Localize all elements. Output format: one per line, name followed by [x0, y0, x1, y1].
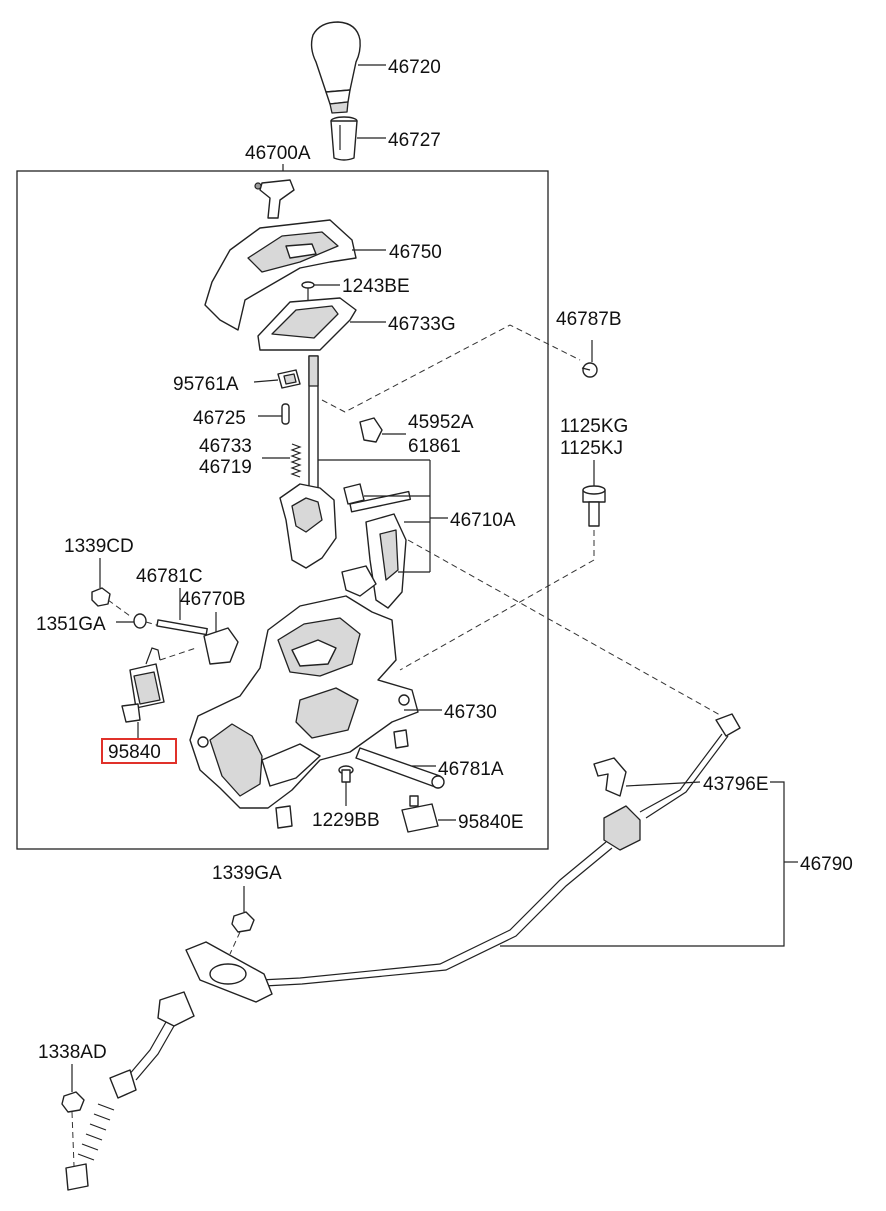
part-label-1125KJ[interactable]: 1125KJ	[560, 438, 623, 459]
part-label-1339CD[interactable]: 1339CD	[64, 536, 134, 557]
pin-46781C[interactable]	[156, 619, 208, 636]
part-label-45952A[interactable]: 45952A	[408, 412, 474, 433]
pin-46781A[interactable]	[355, 729, 445, 789]
part-label-95761A[interactable]: 95761A	[173, 374, 239, 395]
part-label-46700A[interactable]: 46700A	[245, 143, 311, 164]
part-label-1351GA[interactable]: 1351GA	[36, 614, 106, 635]
spring-46733[interactable]	[290, 443, 302, 478]
screw-1229BB[interactable]	[338, 765, 354, 783]
part-label-1229BB[interactable]: 1229BB	[312, 810, 380, 831]
part-label-46781A[interactable]: 46781A	[438, 759, 504, 780]
nut-1339CD[interactable]	[91, 587, 111, 607]
part-label-46770B[interactable]: 46770B	[180, 589, 246, 610]
shift-lever-rod[interactable]	[308, 355, 319, 507]
solenoid-95840[interactable]	[121, 647, 197, 723]
part-label-61861[interactable]: 61861	[408, 436, 461, 457]
clip-foot[interactable]	[275, 805, 293, 829]
part-label-46727[interactable]: 46727	[388, 130, 441, 151]
part-label-46719[interactable]: 46719	[199, 457, 252, 478]
clip-45952A[interactable]	[359, 417, 383, 443]
part-label-46750[interactable]: 46750	[389, 242, 442, 263]
part-label-1125KG[interactable]: 1125KG	[560, 416, 628, 437]
highlight-box-95840	[101, 738, 177, 764]
part-label-1339GA[interactable]: 1339GA	[212, 863, 282, 884]
shift-knob[interactable]	[310, 21, 361, 114]
part-label-46781C[interactable]: 46781C	[136, 566, 203, 587]
part-label-46710A[interactable]: 46710A	[450, 510, 516, 531]
clip-43796E[interactable]	[593, 757, 627, 797]
part-label-46787B[interactable]: 46787B	[556, 309, 622, 330]
part-label-1243BE[interactable]: 1243BE	[342, 276, 410, 297]
shift-cable[interactable]	[65, 713, 741, 1191]
part-label-46730[interactable]: 46730	[444, 702, 497, 723]
lever-base[interactable]	[279, 483, 412, 609]
part-label-46733[interactable]: 46733	[199, 436, 252, 457]
shifter-housing[interactable]	[189, 595, 419, 809]
part-label-95840[interactable]: 95840	[108, 742, 161, 763]
part-label-46720[interactable]: 46720	[388, 57, 441, 78]
part-label-95840E[interactable]: 95840E	[458, 812, 524, 833]
clip-95761A[interactable]	[277, 369, 301, 389]
knob-boot[interactable]	[330, 116, 358, 161]
part-label-46790[interactable]: 46790	[800, 854, 853, 875]
bolt-1125KG[interactable]	[582, 485, 606, 527]
part-label-46733G[interactable]: 46733G	[388, 314, 456, 335]
screw-1243BE[interactable]	[301, 281, 315, 300]
part-label-1338AD[interactable]: 1338AD	[38, 1042, 107, 1063]
indicator-cover[interactable]	[204, 179, 357, 331]
pin-46725[interactable]	[281, 403, 290, 425]
indicator-plate[interactable]	[257, 297, 357, 351]
switch-95840E[interactable]	[401, 795, 439, 833]
washer-1351GA[interactable]	[133, 613, 147, 629]
part-label-46725[interactable]: 46725	[193, 408, 246, 429]
part-label-43796E[interactable]: 43796E	[703, 774, 769, 795]
nut-1338AD[interactable]	[61, 1091, 85, 1113]
lever-46770B[interactable]	[203, 627, 239, 665]
nut-1339GA[interactable]	[231, 911, 255, 933]
bolt-46787B[interactable]	[581, 362, 598, 378]
